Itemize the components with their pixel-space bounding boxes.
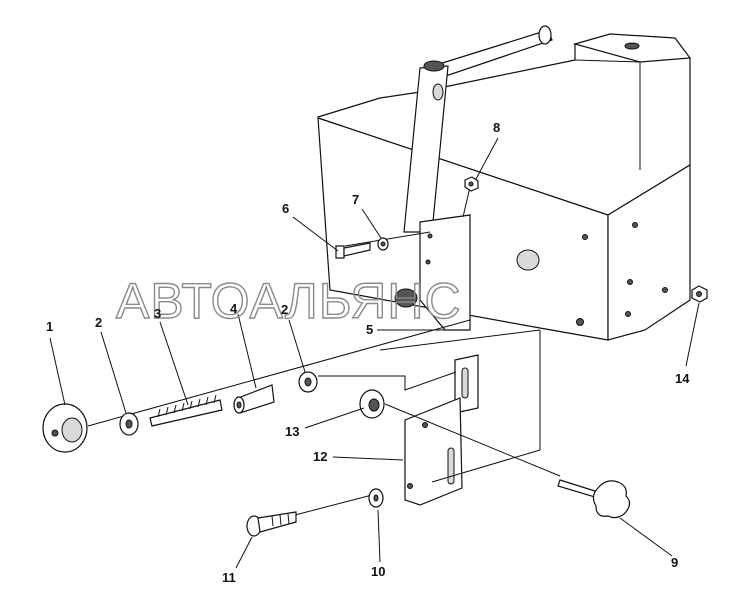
washer-2a [119,412,139,436]
watermark-text: АВТОАЛЬЯНС [116,273,462,329]
callout-14: 14 [675,371,690,386]
bracket [404,354,479,506]
callout-2b: 2 [281,302,288,317]
knob-9 [557,479,631,519]
callout-13: 13 [285,424,299,439]
callout-1: 1 [46,319,53,334]
callout-5: 5 [366,322,373,337]
spacer-tube-4 [233,384,275,414]
explode-lines [87,186,561,516]
bolt-11 [246,511,297,537]
nut-8 [464,176,479,192]
bolt-6 [335,242,371,259]
callout-labels: 1 2 3 4 2 5 6 7 8 9 10 11 12 13 14 [46,120,690,585]
washer-10 [368,488,384,508]
callout-2a: 2 [95,315,102,330]
nut-14 [691,285,708,303]
washer-2b [298,371,318,393]
callout-8: 8 [493,120,500,135]
callout-3: 3 [154,306,161,321]
callout-9: 9 [671,555,678,570]
callout-12: 12 [313,449,327,464]
callout-10: 10 [371,564,385,579]
knob-1 [42,403,88,453]
threaded-rod-3 [149,394,223,427]
callout-6: 6 [282,201,289,216]
roller-13 [359,389,385,419]
callout-4: 4 [230,301,238,316]
leader-lines [49,137,700,569]
callout-11: 11 [222,570,236,585]
washer-7 [377,237,389,251]
callout-7: 7 [352,192,359,207]
